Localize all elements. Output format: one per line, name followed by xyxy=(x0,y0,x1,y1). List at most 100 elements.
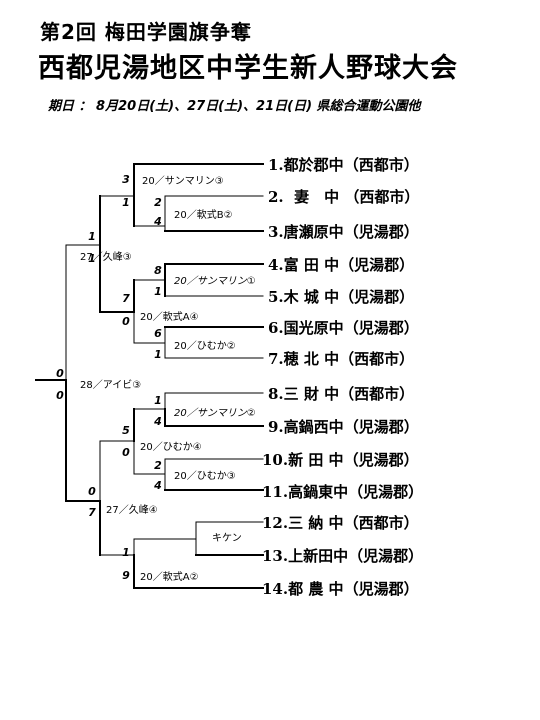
team-2: 2. 妻 中 （西都市） xyxy=(268,186,419,207)
team-number: 2. xyxy=(268,188,284,206)
team-name: 国光原中 xyxy=(283,319,344,337)
team-name: 三 納 中 xyxy=(288,514,344,532)
team-name: 都於郡中 xyxy=(283,156,344,174)
venue-m1: 20／サンマリン③ xyxy=(142,176,224,187)
score: 0 xyxy=(122,446,130,459)
score: 2 xyxy=(154,196,162,209)
team-11: 11.高鍋東中（児湯郡） xyxy=(262,481,423,502)
score: 1 xyxy=(154,348,162,361)
team-name: 新 田 中 xyxy=(288,451,344,469)
score: 1 xyxy=(122,546,130,559)
venue-m2: 20／軟式B② xyxy=(174,210,233,221)
score: 0 xyxy=(56,389,64,402)
team-number: 7. xyxy=(268,350,284,368)
team-8: 8.三 財 中（西都市） xyxy=(268,383,414,404)
team-14: 14.都 農 中（児湯郡） xyxy=(262,578,419,599)
team-6: 6.国光原中（児湯郡） xyxy=(268,317,419,338)
team-name: 三 財 中 xyxy=(283,385,340,403)
bracket-line-m4 xyxy=(164,263,264,297)
score: 1 xyxy=(88,230,96,243)
team-number: 9. xyxy=(268,418,284,436)
team-name: 唐瀬原中 xyxy=(283,223,344,241)
bracket-line-m10 xyxy=(99,440,135,556)
team-number: 14. xyxy=(262,580,289,598)
score: 4 xyxy=(154,215,162,228)
score: 0 xyxy=(122,315,130,328)
score: 8 xyxy=(154,264,162,277)
team-number: 4. xyxy=(268,256,284,274)
score: 1 xyxy=(122,196,130,209)
team-region: （児湯郡） xyxy=(348,547,424,565)
team-number: 13. xyxy=(262,547,289,565)
team-10: 10.新 田 中（児湯郡） xyxy=(262,449,419,470)
score: 9 xyxy=(122,569,130,582)
score: 1 xyxy=(154,394,162,407)
venue-m4: 20／サンマリン① xyxy=(174,276,256,287)
team-name: 妻 中 xyxy=(294,188,340,206)
venue-m8: 20／ひむか④ xyxy=(140,442,202,453)
bracket-line-lower-final xyxy=(65,379,101,502)
team-name: 富 田 中 xyxy=(283,256,340,274)
team-number: 6. xyxy=(268,319,284,337)
team-region: （児湯郡） xyxy=(343,223,419,241)
tournament-title-line2: 西都児湯地区中学生新人野球大会 xyxy=(38,53,458,84)
team-5: 5.木 城 中（児湯郡） xyxy=(268,286,414,307)
venue-m9: 20／ひむか③ xyxy=(174,471,236,482)
score: 6 xyxy=(154,327,162,340)
venue-m11: 20／軟式A② xyxy=(140,572,199,583)
score: 0 xyxy=(56,367,64,380)
team-number: 10. xyxy=(262,451,289,469)
team-region: （児湯郡） xyxy=(348,483,424,501)
tournament-dates: 期日 ： 8月20日(土)、27日(土)、21日(日) 県総合運動公園他 xyxy=(48,99,421,114)
team-name: 高鍋西中 xyxy=(283,418,344,436)
team-region: （児湯郡） xyxy=(343,418,419,436)
team-region: （西都市） xyxy=(344,188,420,206)
venue-final: 28／アイビ③ xyxy=(80,380,142,391)
score: 1 xyxy=(154,285,162,298)
team-region: （西都市） xyxy=(343,514,419,532)
team-name: 木 城 中 xyxy=(283,288,340,306)
score: 4 xyxy=(154,415,162,428)
team-number: 8. xyxy=(268,385,284,403)
score: 7 xyxy=(88,506,96,519)
venue-m7: 20／サンマリン② xyxy=(174,408,256,419)
venue-m3: 27／久峰③ xyxy=(80,252,132,263)
team-name: 穂 北 中 xyxy=(283,350,340,368)
team-region: （児湯郡） xyxy=(343,580,419,598)
team-9: 9.高鍋西中（児湯郡） xyxy=(268,416,419,437)
team-12: 12.三 納 中（西都市） xyxy=(262,512,419,533)
team-number: 1. xyxy=(268,156,284,174)
score: 1 xyxy=(88,252,96,265)
team-13: 13.上新田中（児湯郡） xyxy=(262,545,423,566)
score: 5 xyxy=(122,424,130,437)
team-number: 12. xyxy=(262,514,289,532)
score: 4 xyxy=(154,479,162,492)
bracket-line-upper-final xyxy=(65,244,101,381)
venue-kiken: キケン xyxy=(212,533,242,544)
team-region: （児湯郡） xyxy=(343,319,419,337)
team-number: 5. xyxy=(268,288,284,306)
score: 0 xyxy=(88,485,96,498)
team-region: （児湯郡） xyxy=(339,256,415,274)
team-region: （西都市） xyxy=(339,385,415,403)
team-1: 1.都於郡中（西都市） xyxy=(268,154,419,175)
score: 3 xyxy=(122,173,130,186)
venue-m10: 27／久峰④ xyxy=(106,505,158,516)
bracket-line-m1 xyxy=(133,163,264,227)
team-region: （児湯郡） xyxy=(339,288,415,306)
team-name: 高鍋東中 xyxy=(288,483,349,501)
team-region: （児湯郡） xyxy=(343,451,419,469)
team-region: （西都市） xyxy=(339,350,415,368)
team-3: 3.唐瀬原中（児湯郡） xyxy=(268,221,419,242)
venue-m6: 20／ひむか② xyxy=(174,341,236,352)
tournament-title-line1: 第2回 梅田学園旗争奪 xyxy=(40,20,252,44)
team-number: 11. xyxy=(262,483,289,501)
team-7: 7.穂 北 中（西都市） xyxy=(268,348,414,369)
team-name: 都 農 中 xyxy=(288,580,344,598)
team-4: 4.富 田 中（児湯郡） xyxy=(268,254,414,275)
team-region: （西都市） xyxy=(343,156,419,174)
team-number: 3. xyxy=(268,223,284,241)
venue-m5: 20／軟式A④ xyxy=(140,312,199,323)
score: 7 xyxy=(122,292,130,305)
